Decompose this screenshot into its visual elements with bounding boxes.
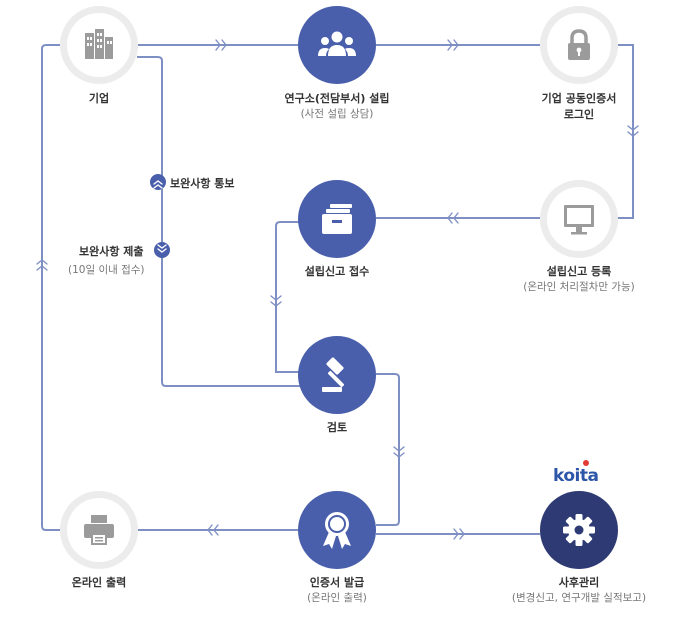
lab-label: 연구소(전담부서) 설립: [284, 92, 390, 105]
login-label-line2: 로그인: [563, 108, 595, 121]
logo-dot: [583, 460, 589, 466]
award-ribbon-icon: [323, 512, 351, 549]
manage-node: [540, 491, 618, 569]
supplement-notice-label: 보완사항 통보: [170, 177, 235, 190]
review-node: [298, 336, 376, 414]
arrow-right-icon: [447, 39, 459, 51]
supplement-submit-label: 보완사항 제출: [79, 245, 144, 258]
building-icon: [85, 29, 113, 59]
supplement-deadline-label: (10일 이내 접수): [68, 264, 145, 276]
issue-node: [298, 491, 376, 569]
register-label: 설립신고 등록: [546, 265, 612, 278]
arrow-left-icon: [447, 212, 459, 224]
connector-print-company: [41, 44, 60, 531]
print-node: [60, 491, 138, 569]
supplement-up-badge-icon: [150, 174, 166, 190]
arrow-down-icon: [627, 125, 639, 137]
connector-review-issue: [376, 373, 400, 526]
connector-login-register: [617, 44, 634, 219]
register-sublabel: (온라인 처리절차만 가능): [523, 281, 635, 293]
connector-review-company: [137, 56, 300, 387]
koita-logo: koita: [553, 460, 599, 486]
company-node: [60, 6, 138, 84]
gavel-icon: [322, 357, 345, 392]
file-cabinet-icon: [322, 204, 352, 234]
koita-logo-text: koita: [553, 466, 599, 486]
receipt-node: [298, 180, 376, 258]
login-node: [540, 6, 618, 84]
arrow-left-icon: [207, 524, 219, 536]
arrow-right-icon: [453, 528, 465, 540]
arrow-down-icon: [270, 295, 282, 307]
arrow-down-icon: [393, 446, 405, 458]
supplement-down-badge-icon: [154, 242, 170, 258]
lock-icon: [568, 29, 590, 60]
monitor-icon: [564, 205, 594, 235]
arrow-right-icon: [215, 39, 227, 51]
company-label: 기업: [88, 92, 110, 105]
receipt-label: 설립신고 접수: [304, 265, 370, 278]
manage-label: 사후관리: [558, 576, 600, 589]
login-label: 기업 공동인증서: [541, 92, 617, 105]
lab-sublabel: (사전 설립 상담): [300, 108, 374, 120]
print-label: 온라인 출력: [71, 576, 127, 589]
issue-label: 인증서 발급: [309, 576, 365, 589]
people-icon: [318, 31, 356, 56]
review-label: 검토: [326, 421, 348, 434]
manage-sublabel: (변경신고, 연구개발 실적보고): [511, 592, 647, 604]
printer-icon: [84, 515, 114, 545]
issue-sublabel: (온라인 출력): [307, 592, 367, 604]
arrow-up-icon: [36, 259, 48, 271]
gear-icon: [563, 514, 595, 546]
connector-receipt-review: [275, 221, 300, 373]
register-node: [540, 180, 618, 258]
lab-node: [298, 6, 376, 84]
